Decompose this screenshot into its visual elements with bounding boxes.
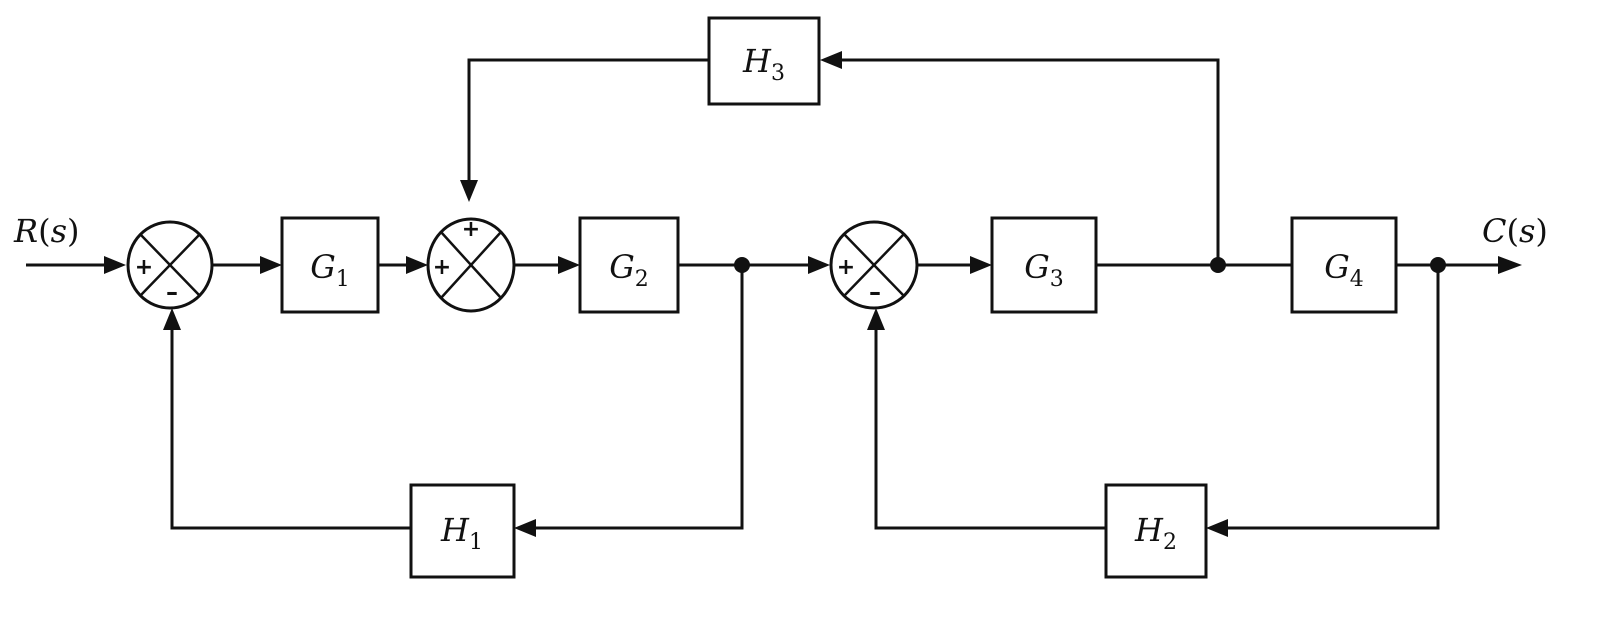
sum2-left-sign: +	[433, 255, 451, 280]
sum1-bottom-sign: –	[166, 278, 178, 306]
svg-text:H3: H3	[742, 42, 785, 86]
svg-text:H2: H2	[1134, 511, 1177, 555]
arrow-into-h2	[1206, 519, 1228, 537]
arrow-into-s3	[808, 256, 830, 274]
arrow-into-g3	[970, 256, 992, 274]
block-h2-name: H	[1134, 511, 1164, 549]
svg-text:G3: G3	[1024, 248, 1064, 292]
block-g4-name: G	[1324, 248, 1350, 286]
svg-text:G1: G1	[310, 248, 350, 292]
summing-junction-2: + +	[426, 217, 516, 313]
block-g3: G3	[990, 216, 1098, 314]
arrow-output	[1498, 256, 1522, 274]
wire-h3-forward	[838, 58, 1220, 265]
wire-h2-return	[874, 330, 1106, 530]
arrow-into-s1	[104, 256, 126, 274]
block-h1: H1	[409, 483, 516, 579]
block-g1-name: G	[310, 248, 336, 286]
arrow-into-s3-bottom	[867, 308, 885, 330]
output-signal-arg: s	[1519, 212, 1535, 250]
pickoff-dot-g3-out	[1210, 257, 1226, 273]
arrow-into-s1-bottom	[163, 308, 181, 330]
block-h2-sub: 2	[1163, 530, 1177, 555]
block-g1-sub: 1	[336, 267, 350, 292]
wire-h2-forward	[1226, 265, 1440, 530]
arrow-into-s2	[406, 256, 428, 274]
arrow-into-g2	[558, 256, 580, 274]
arrow-into-g1	[260, 256, 282, 274]
summing-junction-3: + –	[829, 220, 919, 310]
pickoff-dot-g4-out	[1430, 257, 1446, 273]
wires	[26, 58, 1502, 530]
pickoff-dot-g2-out	[734, 257, 750, 273]
svg-text:G4: G4	[1324, 248, 1364, 292]
block-h2: H2	[1104, 483, 1208, 579]
output-signal-label: C(s)	[1482, 212, 1548, 250]
block-g2-name: G	[609, 248, 635, 286]
block-h1-sub: 1	[469, 530, 483, 555]
arrowheads	[104, 51, 1522, 537]
block-g4: G4	[1290, 216, 1398, 314]
arrow-into-s2-top	[460, 180, 478, 202]
wire-h1-forward	[534, 265, 744, 530]
output-signal-name: C	[1482, 212, 1506, 250]
summing-junction-1: + –	[126, 220, 214, 310]
pickoff-points	[734, 257, 1446, 273]
sum2-top-sign: +	[462, 217, 480, 242]
wire-h3-return	[467, 58, 709, 184]
sum1-left-sign: +	[135, 255, 153, 280]
wire-h1-return	[170, 330, 411, 530]
block-g2-sub: 2	[635, 267, 649, 292]
arrow-into-h3	[820, 51, 842, 69]
sum3-left-sign: +	[837, 255, 855, 280]
block-h3-sub: 3	[771, 61, 785, 86]
input-signal-arg: s	[51, 212, 67, 250]
input-signal-label: R(s)	[13, 212, 79, 250]
block-g3-name: G	[1024, 248, 1050, 286]
sum3-bottom-sign: –	[869, 278, 881, 306]
arrow-into-h1	[514, 519, 536, 537]
input-signal-name: R	[13, 212, 38, 250]
block-h3-name: H	[742, 42, 772, 80]
block-g3-sub: 3	[1050, 267, 1064, 292]
block-g2: G2	[578, 216, 680, 314]
block-g1: G1	[280, 216, 380, 314]
block-h3: H3	[707, 16, 821, 106]
svg-text:G2: G2	[609, 248, 649, 292]
block-h1-name: H	[440, 511, 470, 549]
svg-text:H1: H1	[440, 511, 483, 555]
block-g4-sub: 4	[1350, 267, 1364, 292]
